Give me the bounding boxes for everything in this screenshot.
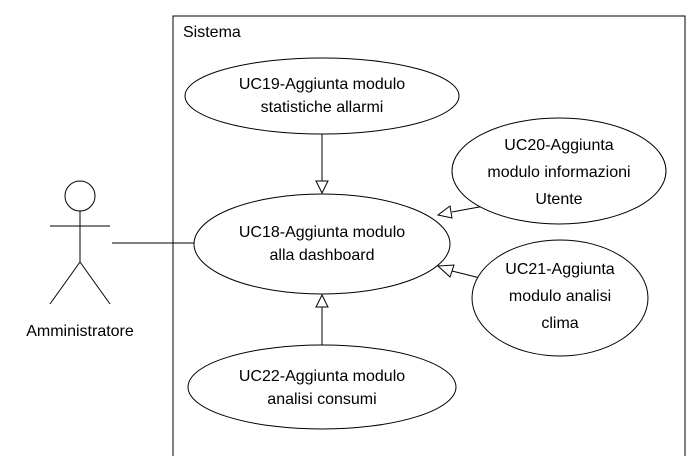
- uc21-line1: UC21-Aggiunta: [505, 261, 615, 278]
- relation-uc22-uc18: [315, 293, 329, 345]
- uc22-line2: analisi consumi: [267, 391, 376, 408]
- uc19-line2: statistiche allarmi: [261, 99, 384, 116]
- relation-uc19-uc18: [315, 132, 329, 195]
- uc20-line1: UC20-Aggiunta: [504, 137, 614, 154]
- uc18-line1: UC18-Aggiunta modulo: [239, 224, 405, 241]
- use-case-uc19: UC19-Aggiunta modulo statistiche allarmi: [184, 57, 460, 135]
- uc18-line2: alla dashboard: [270, 247, 375, 264]
- use-case-uc21: UC21-Aggiunta modulo analisi clima: [471, 239, 649, 357]
- actor-label: Amministratore: [26, 323, 134, 340]
- uc20-line2: modulo informazioni: [487, 164, 630, 181]
- uc20-line3: Utente: [535, 191, 582, 208]
- uc21-line3: clima: [541, 315, 578, 332]
- system-boundary: [172, 15, 686, 456]
- use-case-uc22: UC22-Aggiunta modulo analisi consumi: [187, 344, 457, 430]
- actor-figure: [49, 180, 111, 305]
- system-label: Sistema: [183, 24, 241, 41]
- uc19-line1: UC19-Aggiunta modulo: [239, 76, 405, 93]
- relation-uc21-uc18: [436, 264, 481, 279]
- use-case-uc20: UC20-Aggiunta modulo informazioni Utente: [451, 117, 667, 225]
- uc21-line2: modulo analisi: [509, 288, 611, 305]
- use-case-uc18: UC18-Aggiunta modulo alla dashboard: [193, 193, 451, 295]
- uc22-line1: UC22-Aggiunta modulo: [239, 368, 405, 385]
